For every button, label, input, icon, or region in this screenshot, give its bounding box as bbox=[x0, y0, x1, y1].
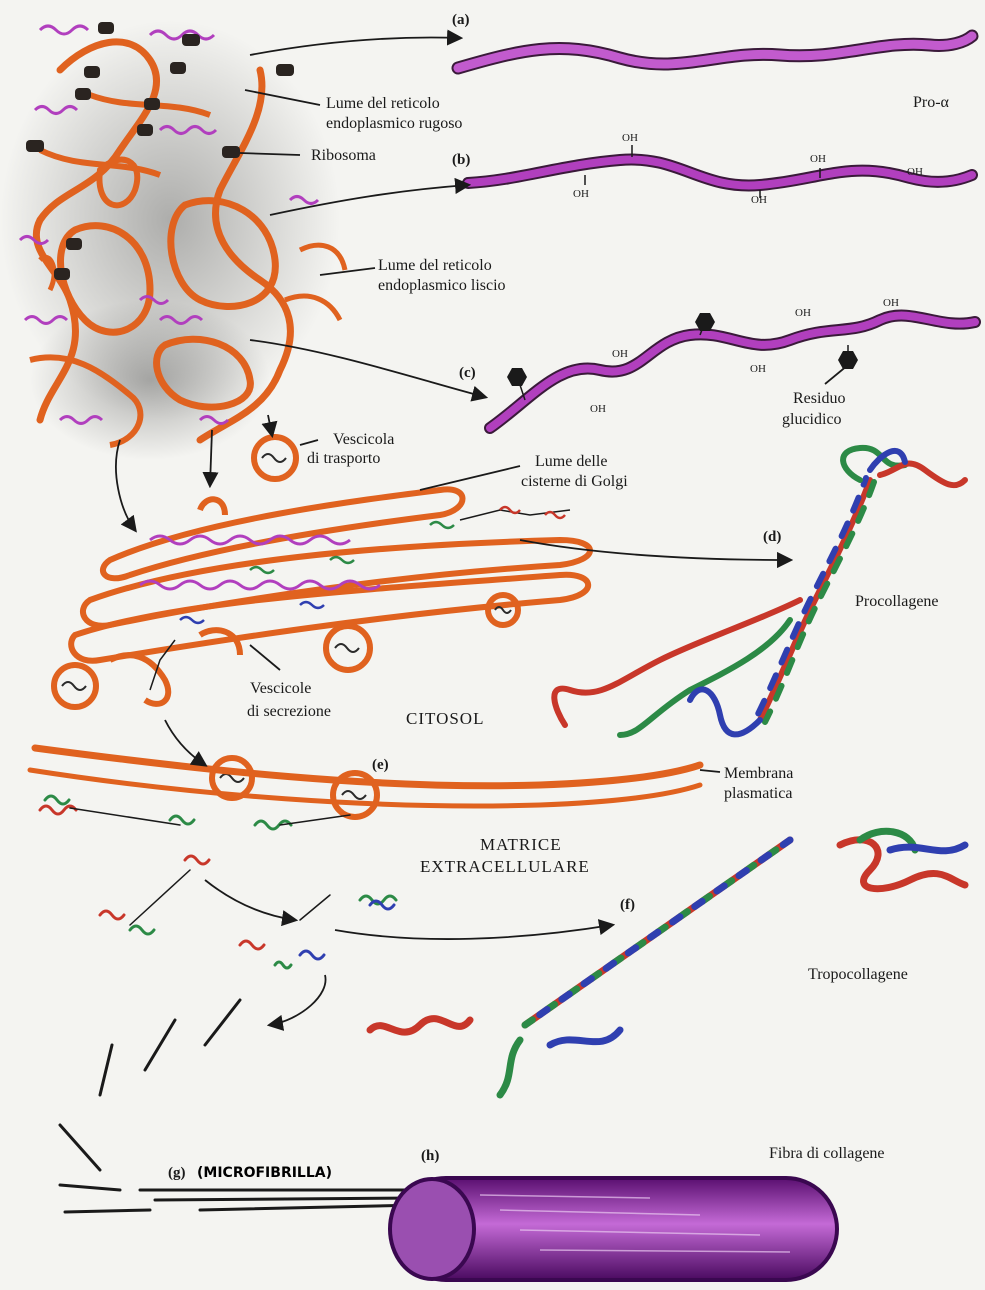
tag-e: (e) bbox=[372, 757, 389, 773]
secretion-vesicles-label-line1: Vescicole bbox=[250, 680, 311, 697]
matrix-label-line2: EXTRACELLULARE bbox=[420, 857, 590, 876]
oh-label: OH bbox=[907, 166, 923, 178]
oh-label: OH bbox=[590, 403, 606, 415]
tag-g: (g) bbox=[168, 1165, 186, 1181]
microfibril-label: (MICROFIBRILLA) bbox=[197, 1165, 332, 1181]
oh-label: OH bbox=[750, 363, 766, 375]
glycosylated-chain-c bbox=[490, 313, 975, 428]
sugar-residue-label-line1: Residuo bbox=[793, 390, 845, 407]
collagen-fiber bbox=[390, 1178, 837, 1280]
collagen-fiber-label: Fibra di collagene bbox=[769, 1145, 885, 1162]
cytosol-label: CITOSOL bbox=[406, 709, 484, 728]
secretion-vesicles-label-line2: di secrezione bbox=[247, 703, 331, 720]
rer-lumen-label-line1: Lume del reticolo bbox=[326, 95, 440, 112]
ribosome-label: Ribosoma bbox=[311, 147, 376, 164]
ser-lumen-label-line2: endoplasmico liscio bbox=[378, 277, 506, 294]
tag-a: (a) bbox=[452, 12, 470, 28]
oh-label: OH bbox=[573, 188, 589, 200]
sugar-residue-label-line2: glucidico bbox=[782, 411, 842, 428]
oh-label: OH bbox=[883, 297, 899, 309]
ser-lumen-label-line1: Lume del reticolo bbox=[378, 257, 492, 274]
tag-b: (b) bbox=[452, 152, 470, 168]
golgi-lumen-label-line2: cisterne di Golgi bbox=[521, 473, 628, 490]
hydroxylated-chain-b bbox=[468, 145, 972, 198]
matrix-label-line1: MATRICE bbox=[480, 835, 562, 854]
oh-label: OH bbox=[795, 307, 811, 319]
rer-lumen-label-line2: endoplasmico rugoso bbox=[326, 115, 462, 132]
tag-d: (d) bbox=[763, 529, 781, 545]
extracellular-molecules bbox=[40, 796, 396, 968]
tag-c: (c) bbox=[459, 365, 476, 381]
oh-label: OH bbox=[612, 348, 628, 360]
vesicle-contents bbox=[62, 454, 511, 799]
tropocollagen-label: Tropocollagene bbox=[808, 966, 908, 983]
tag-f: (f) bbox=[620, 897, 635, 913]
oh-label: OH bbox=[810, 153, 826, 165]
golgi-lumen-label-line1: Lume delle bbox=[535, 453, 607, 470]
transport-vesicle-label-line2: di trasporto bbox=[307, 450, 380, 467]
tag-h: (h) bbox=[421, 1148, 439, 1164]
oh-label: OH bbox=[622, 132, 638, 144]
procollagen-triple-helix bbox=[554, 448, 965, 735]
oh-label: OH bbox=[751, 194, 767, 206]
membrane-label-line1: Membrana bbox=[724, 765, 793, 782]
procollagen-label: Procollagene bbox=[855, 593, 939, 610]
transport-vesicle-label-line1: Vescicola bbox=[333, 431, 394, 448]
pro-alpha-chain-a bbox=[458, 36, 972, 68]
endoplasmic-reticulum bbox=[0, 20, 345, 460]
membrane-label-line2: plasmatica bbox=[724, 785, 792, 802]
pro-alpha-label: Pro-α bbox=[913, 94, 950, 111]
